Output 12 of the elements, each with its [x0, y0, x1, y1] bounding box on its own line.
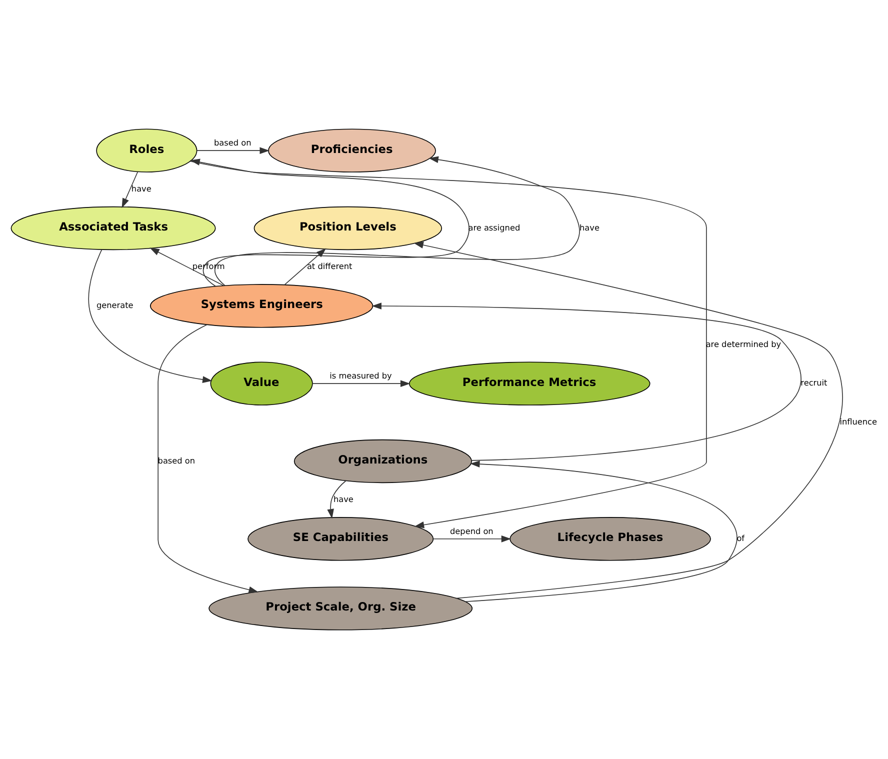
- edge-label: based on: [214, 138, 252, 148]
- edge-label: have: [131, 183, 152, 194]
- edge-label: have: [580, 222, 600, 232]
- edge-label: have: [333, 494, 354, 504]
- edge-label: influence: [840, 416, 878, 426]
- edge-label: recruit: [800, 378, 828, 388]
- edge-label: at different: [306, 261, 352, 272]
- edge-label: depend on: [450, 526, 494, 536]
- edge-label: of: [736, 532, 745, 543]
- edge-label: based on: [158, 455, 196, 466]
- edge-label: generate: [96, 300, 134, 310]
- edge-label: is measured by: [330, 370, 392, 381]
